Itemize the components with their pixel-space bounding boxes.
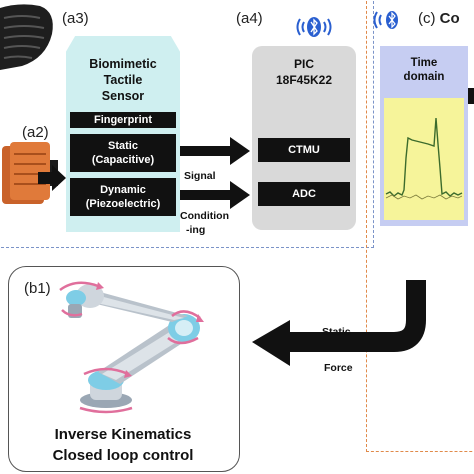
time-domain-plot	[384, 98, 464, 220]
panel-label-a3: (a3)	[62, 10, 89, 27]
static-capacitive-box: Static (Capacitive)	[70, 134, 176, 172]
piezoelectric-label: (Piezoelectric)	[85, 198, 161, 210]
sensor-title-line2: Tactile	[103, 73, 143, 87]
panel-label-b1: (b1)	[24, 280, 51, 297]
robot-arm-illustration	[59, 281, 204, 414]
arrow-dynamic-to-adc	[180, 181, 250, 209]
time-domain-title: Time domain	[380, 56, 468, 84]
bluetooth-icon	[296, 17, 332, 37]
arrow-object-to-sensor	[38, 165, 66, 191]
static-force-label-line1: Static	[322, 326, 351, 338]
adc-label: ADC	[292, 188, 316, 200]
panel-label-a2: (a2)	[22, 124, 49, 141]
signal-label: Signal	[184, 170, 216, 182]
pic-title-line1: PIC	[293, 57, 314, 71]
panel-label-c-suffix: Co	[439, 10, 460, 27]
gripper-object	[0, 4, 53, 70]
bluetooth-icon	[373, 11, 398, 29]
robot-caption-line1: Inverse Kinematics	[54, 426, 192, 443]
fingerprint-label: Fingerprint	[93, 114, 153, 126]
pic-title: PIC 18F45K22	[252, 56, 356, 88]
ctmu-box: CTMU	[258, 138, 350, 162]
time-title-line2: domain	[403, 71, 445, 83]
section-c-border	[366, 0, 474, 452]
robot-caption-line2: Closed loop control	[52, 447, 194, 464]
sensor-title: Biomimetic Tactile Sensor	[66, 56, 180, 104]
static-force-label-line2: Force	[324, 362, 353, 374]
sensor-title-line1: Biomimetic	[89, 57, 157, 71]
robot-caption: Inverse Kinematics Closed loop control	[8, 424, 238, 466]
panel-label-c: (c) Co	[418, 10, 460, 27]
sensor-title-line3: Sensor	[101, 89, 145, 103]
top-section-border	[0, 0, 374, 248]
panel-label-c-text: (c)	[418, 10, 436, 27]
arrow-static-to-ctmu	[180, 137, 250, 165]
time-title-line1: Time	[410, 57, 438, 69]
conditioning-label: Condition	[180, 210, 229, 222]
fingerprint-box: Fingerprint	[70, 112, 176, 128]
conditioning-suffix-label: -ing	[186, 224, 206, 236]
dynamic-piezo-box: Dynamic (Piezoelectric)	[70, 178, 176, 216]
static-force-arrow	[252, 280, 426, 366]
static-label: Static	[108, 140, 138, 152]
panel-label-a4: (a4)	[236, 10, 263, 27]
ctmu-label: CTMU	[288, 144, 320, 156]
dynamic-label: Dynamic	[100, 184, 146, 196]
edge-marker	[468, 88, 474, 104]
capacitive-label: (Capacitive)	[91, 154, 155, 166]
pic-title-line2: 18F45K22	[275, 73, 333, 87]
adc-box: ADC	[258, 182, 350, 206]
